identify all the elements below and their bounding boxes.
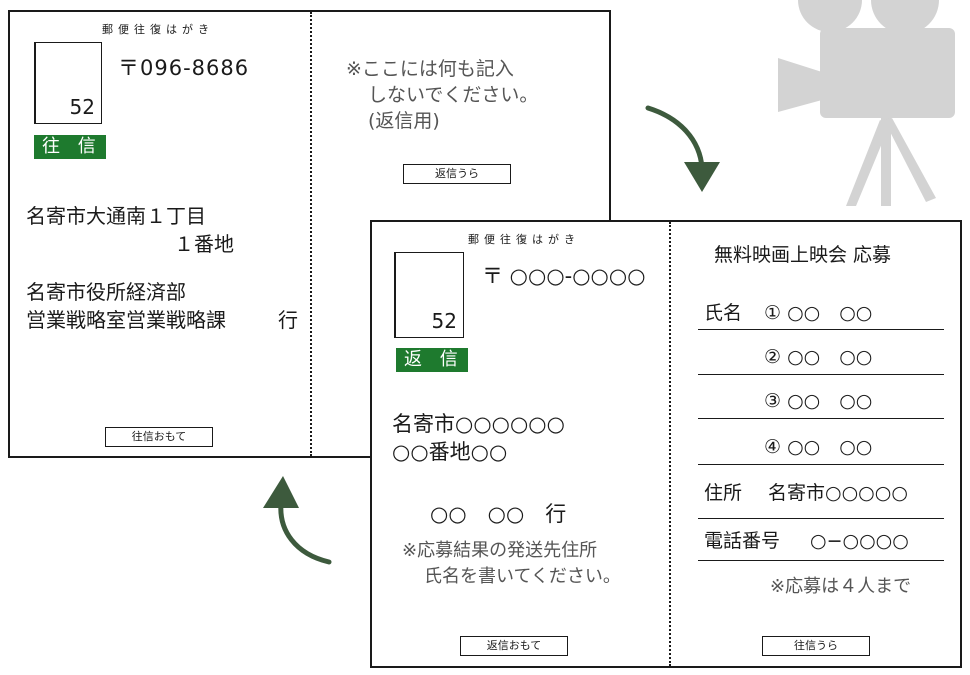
phone-value: ○−○○○○ <box>810 530 909 552</box>
address-label: 住所 <box>704 482 743 504</box>
form-rule <box>698 374 944 375</box>
address-value: 名寄市○○○○○ <box>768 482 908 504</box>
card-fold-line <box>669 222 671 666</box>
form-title: 無料映画上映会 応募 <box>714 244 892 266</box>
card-fold-line <box>310 12 312 456</box>
form-rule <box>698 329 944 330</box>
front-side-tag: 返信おもて <box>460 636 568 656</box>
curved-arrow-down-icon <box>645 105 720 192</box>
outgoing-postcard: 郵便往復はがき 52 〒096-8686 往 信 名寄市大通南１丁目 １番地 名… <box>8 10 611 458</box>
recipient-suffix: 行 <box>278 308 298 332</box>
curved-arrow-up-icon <box>263 476 332 565</box>
note-line-1: ※応募結果の発送先住所 <box>402 540 598 561</box>
address-line-2: １番地 <box>174 232 234 256</box>
recipient-line-2: 営業戦略室営業戦略課 <box>26 308 226 332</box>
stamp-box: 52 <box>394 252 464 338</box>
stamp-number: 52 <box>69 95 95 119</box>
name-entry-2: ② ○○ ○○ <box>764 346 873 368</box>
recipient-name-line: ○○ ○○ 行 <box>430 502 567 526</box>
reply-postcard: 郵便往復はがき 52 〒 ○○○-○○○○ 返 信 名寄市○○○○○○ ○○番地… <box>370 220 962 668</box>
postcard-header: 郵便往復はがき <box>468 233 580 246</box>
back-side-tag: 往信うら <box>762 636 870 656</box>
note-line-1: ※ここには何も記入 <box>346 58 514 80</box>
front-side-tag: 往信おもて <box>105 427 213 447</box>
note-line-2: 氏名を書いてください。 <box>424 566 621 587</box>
phone-label: 電話番号 <box>704 530 781 552</box>
note-line-2: しないでください。 <box>368 84 539 106</box>
form-rule <box>698 418 944 419</box>
postal-code: 〒 ○○○-○○○○ <box>482 264 646 288</box>
postal-code: 〒096-8686 <box>118 56 250 80</box>
name-entry-1: ① ○○ ○○ <box>764 302 873 324</box>
recipient-line-1: 名寄市役所経済部 <box>26 280 186 304</box>
stamp-box: 52 <box>34 42 102 124</box>
name-entry-3: ③ ○○ ○○ <box>764 390 873 412</box>
name-label: 氏名 <box>704 302 743 324</box>
name-entry-4: ④ ○○ ○○ <box>764 436 873 458</box>
stamp-number: 52 <box>431 309 457 333</box>
back-side-tag: 返信うら <box>403 164 511 184</box>
form-rule <box>698 560 944 561</box>
form-rule <box>698 518 944 519</box>
limit-note: ※応募は４人まで <box>770 576 912 597</box>
outgoing-badge: 往 信 <box>34 135 106 159</box>
movie-projector-icon <box>778 0 955 206</box>
address-line-1: 名寄市大通南１丁目 <box>26 204 206 228</box>
address-line-1: 名寄市○○○○○○ <box>392 412 565 436</box>
postcard-header: 郵便往復はがき <box>102 23 214 36</box>
address-line-2: ○○番地○○ <box>392 440 508 464</box>
form-rule <box>698 464 944 465</box>
reply-badge: 返 信 <box>396 348 468 372</box>
note-line-3: (返信用) <box>368 110 440 132</box>
